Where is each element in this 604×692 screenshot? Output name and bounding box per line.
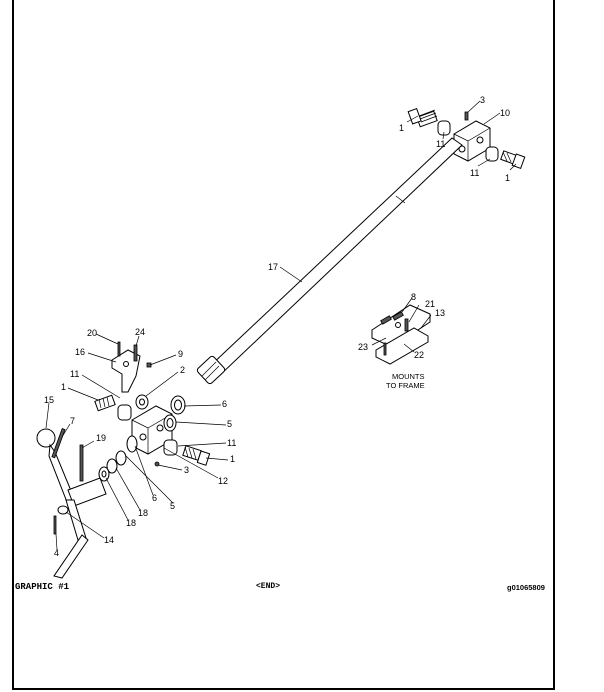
callout-18: 18: [126, 518, 136, 528]
top-right-spacer-right: [485, 146, 499, 162]
pin-7: [51, 428, 66, 459]
callout-8: 8: [411, 292, 416, 302]
top-right-block: [453, 120, 491, 162]
leader-lines: [45, 100, 517, 551]
mounts-note-line1: MOUNTS: [392, 372, 425, 381]
callout-6: 6: [222, 399, 227, 409]
mounts-note-line2: TO FRAME: [386, 381, 425, 390]
handle-lever: [36, 428, 107, 579]
callout-11: 11: [436, 139, 445, 149]
graphic-label: GRAPHIC #1: [15, 582, 70, 592]
top-right-bolt-left: [407, 108, 438, 128]
callout-6: 6: [152, 493, 157, 503]
callout-1: 1: [61, 382, 66, 392]
end-marker: <END>: [256, 582, 281, 591]
callout-11: 11: [227, 438, 236, 448]
callout-16: 16: [75, 347, 85, 357]
callout-18: 18: [138, 508, 148, 518]
callout-10: 10: [500, 108, 510, 118]
pin-4: [53, 515, 57, 535]
pivot-block: [131, 405, 173, 467]
graphic-id: g01065809: [507, 583, 545, 592]
callout-3: 3: [480, 95, 485, 105]
callout-23: 23: [358, 342, 368, 352]
callout-9: 9: [178, 349, 183, 359]
frame-bracket: [371, 304, 431, 365]
top-right-spacer-left: [437, 120, 451, 136]
diagram-frame: [12, 0, 555, 690]
shaft: [196, 137, 463, 385]
callout-21: 21: [425, 299, 435, 309]
bushing-2: [135, 394, 149, 410]
callout-20: 20: [87, 328, 97, 338]
washer-6-upper: [170, 395, 186, 415]
callout-3: 3: [184, 465, 189, 475]
callout-2: 2: [180, 365, 185, 375]
callout-11: 11: [470, 168, 479, 178]
callout-14: 14: [104, 535, 114, 545]
mid-bolt-left: [94, 394, 116, 412]
fork-bracket: [111, 341, 152, 393]
callout-labels: 1 11 3 10 11 1 17 8 21 13 23 22 MOUNTS T…: [44, 95, 510, 558]
callout-19: 19: [96, 433, 106, 443]
callout-5: 5: [227, 419, 232, 429]
mid-spacer-right: [163, 439, 178, 456]
callout-22: 22: [414, 350, 424, 360]
callout-4: 4: [54, 548, 59, 558]
callout-7: 7: [70, 416, 75, 426]
callout-15: 15: [44, 395, 54, 405]
top-right-bolt-right: [500, 150, 526, 169]
callout-13: 13: [435, 308, 445, 318]
callout-1: 1: [230, 454, 235, 464]
clip-14: [57, 505, 69, 515]
callout-1: 1: [399, 123, 404, 133]
top-right-set-screw: [464, 111, 469, 121]
callout-17: 17: [268, 262, 278, 272]
callout-12: 12: [218, 476, 228, 486]
callout-11: 11: [70, 369, 79, 379]
callout-24: 24: [135, 327, 145, 337]
mid-bolt-right: [182, 445, 211, 466]
washer-stack-lower: [98, 435, 138, 482]
washer-5-upper: [163, 414, 177, 432]
callout-1: 1: [505, 173, 510, 183]
callout-5: 5: [170, 501, 175, 511]
mid-spacer-left: [117, 404, 132, 421]
